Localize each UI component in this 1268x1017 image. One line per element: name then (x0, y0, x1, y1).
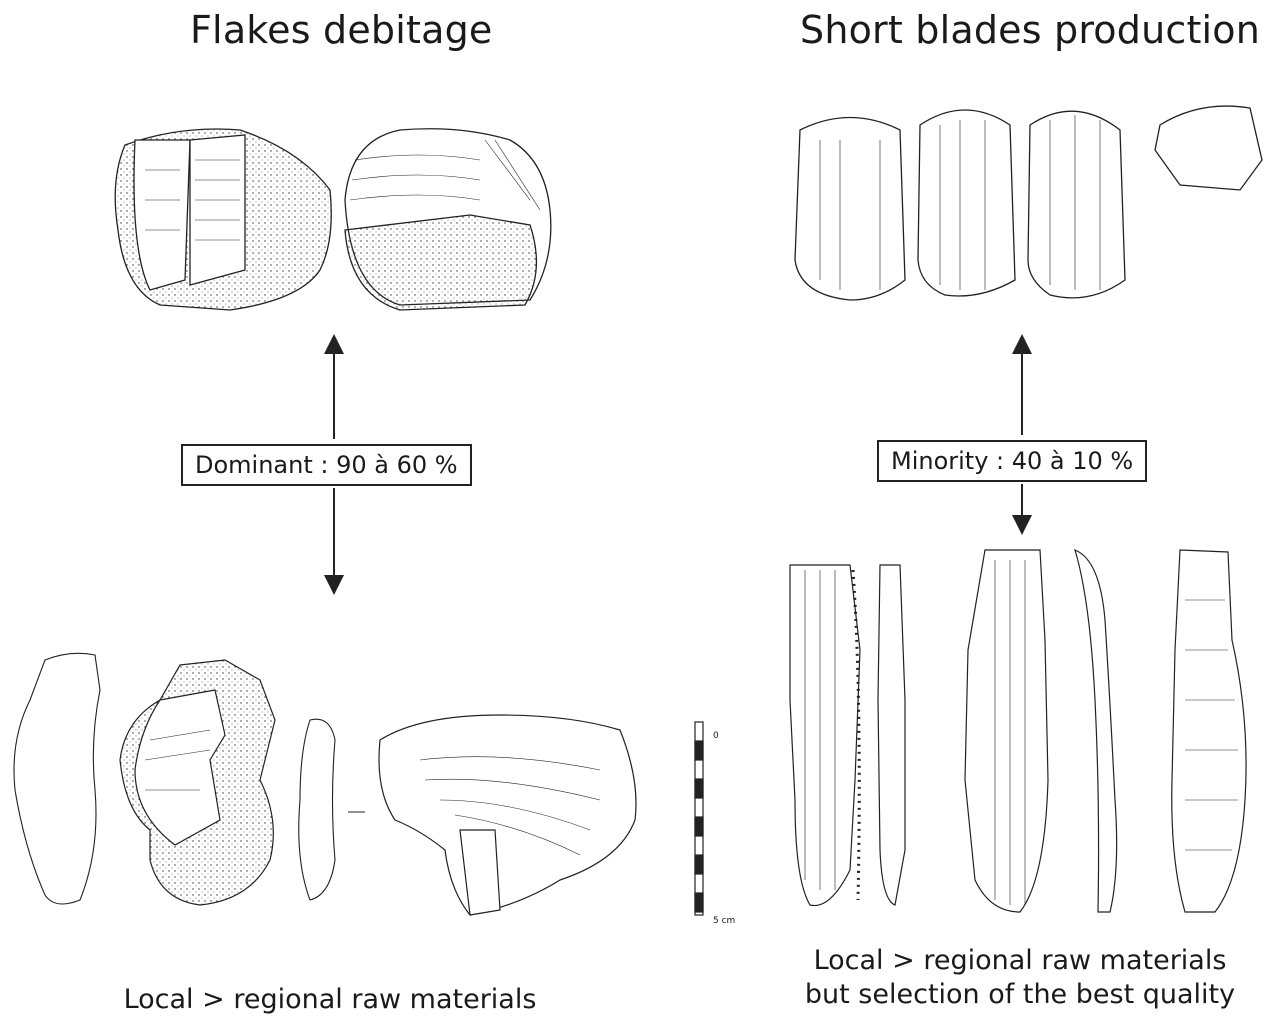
dominant-percentage-box: Dominant : 90 à 60 % (181, 444, 472, 486)
blade-core-drawing (795, 106, 1262, 300)
caption-right-line2: but selection of the best quality (790, 978, 1250, 1012)
minority-percentage-box: Minority : 40 à 10 % (877, 440, 1147, 482)
blade-tools-drawing (790, 550, 1246, 912)
raw-materials-caption-left: Local > regional raw materials (120, 983, 540, 1017)
flake-large-drawing (379, 715, 636, 915)
raw-materials-caption-right: Local > regional raw materials but selec… (790, 944, 1250, 1012)
scale-label-five-cm: 5 cm (713, 916, 735, 926)
caption-right-line1: Local > regional raw materials (790, 944, 1250, 978)
flake-outline-drawing (14, 653, 100, 904)
scale-label-zero: 0 (713, 731, 719, 741)
scale-bar (695, 722, 703, 915)
flake-core-drawing (115, 129, 551, 310)
flake-profile-drawing (299, 719, 365, 900)
flake-tool-drawing (120, 660, 275, 905)
